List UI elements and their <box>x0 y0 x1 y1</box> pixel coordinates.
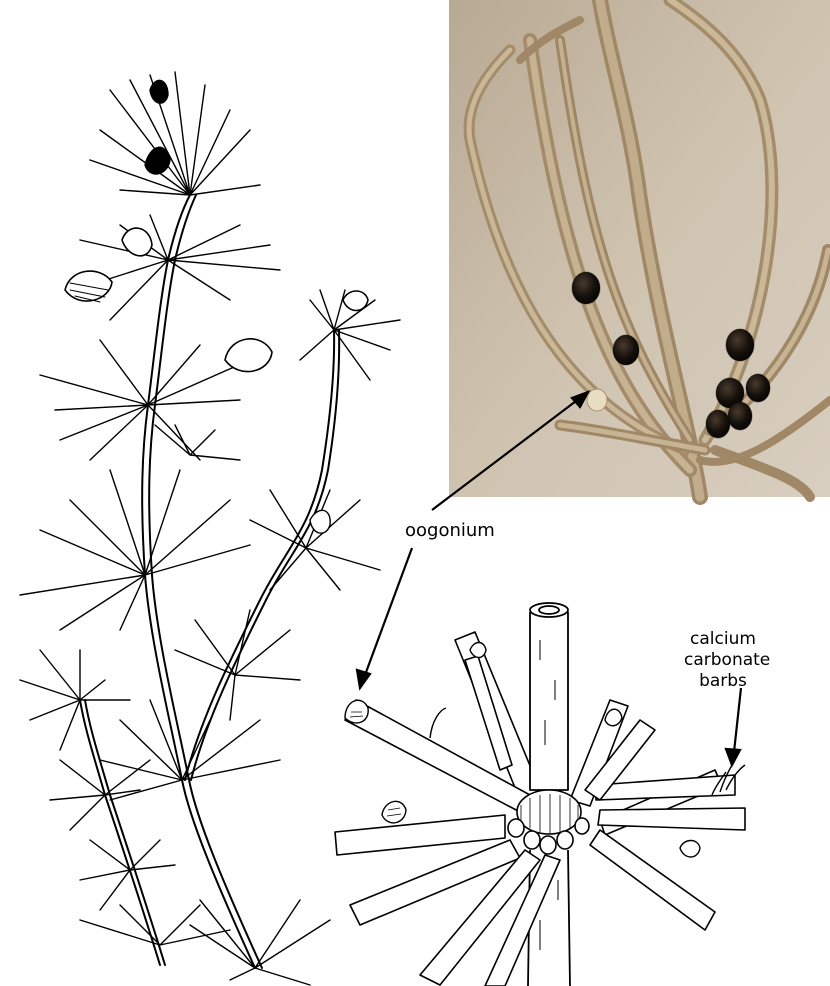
barbs-label-line: barbs <box>684 671 762 692</box>
carbonate-label-line: carbonate <box>684 650 762 671</box>
calcium-carbonate-barbs-label: calcium carbonate barbs <box>684 629 762 692</box>
calcium-label-line: calcium <box>684 629 762 650</box>
oogonium-label: oogonium <box>405 520 495 541</box>
specimen-photo <box>449 0 830 497</box>
photo-pale-oogonium <box>587 389 607 411</box>
arrow-to-barbs <box>734 688 741 752</box>
